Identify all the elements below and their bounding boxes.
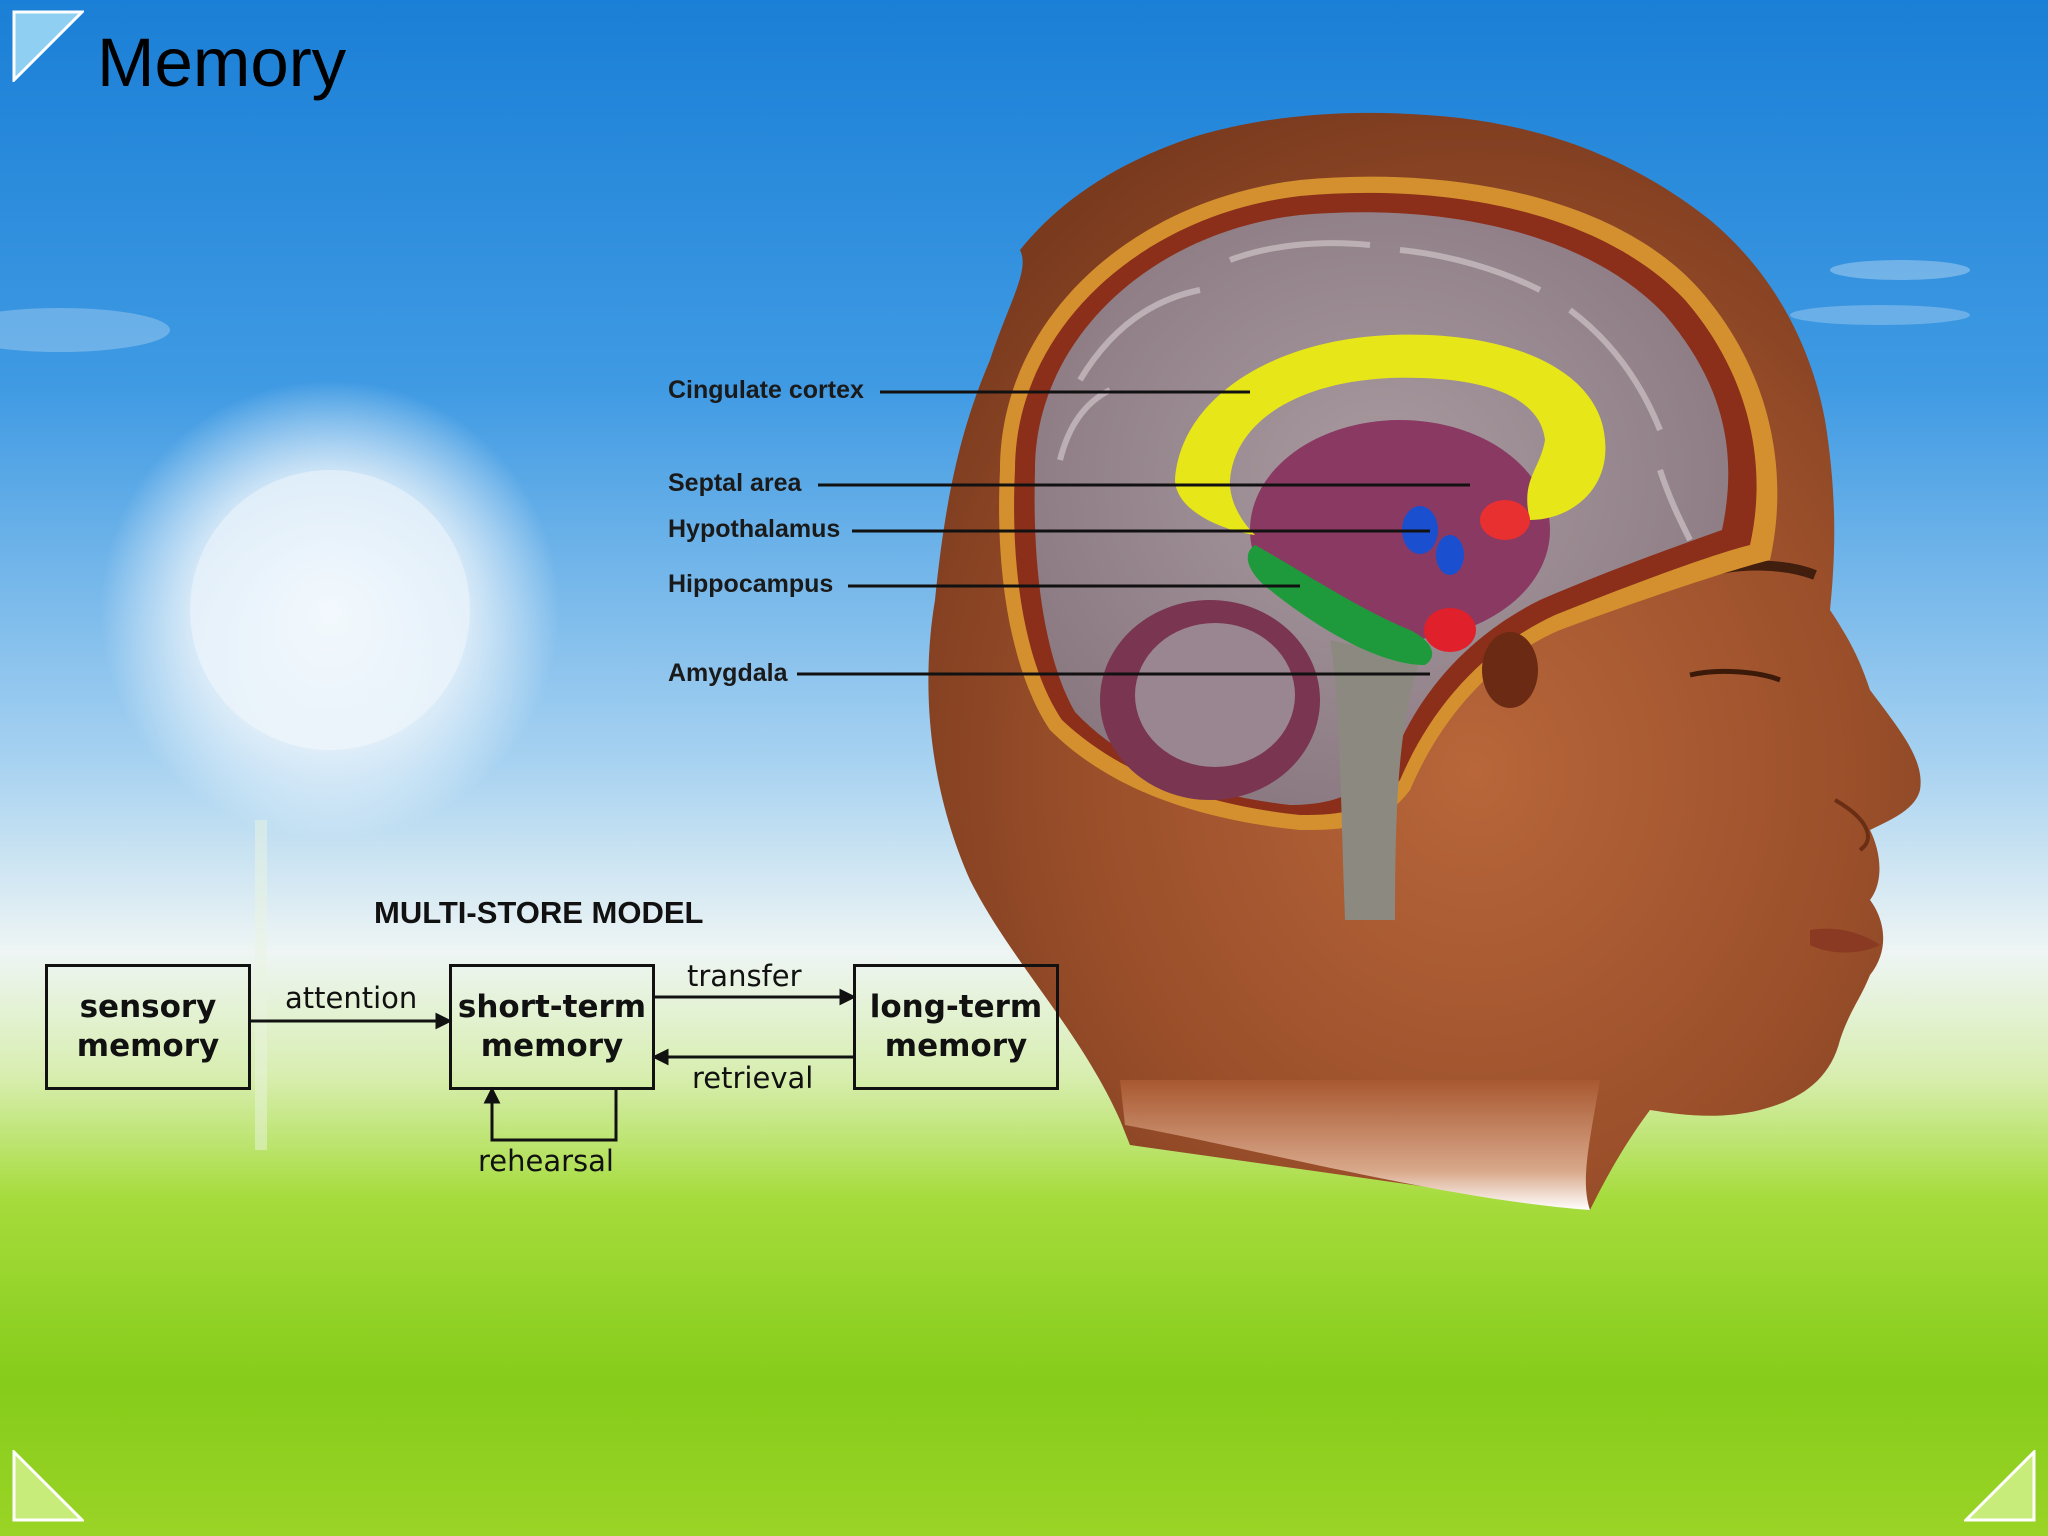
sensory-memory-label: sensory memory <box>76 989 220 1064</box>
transfer-label: transfer <box>687 959 802 993</box>
label-hippocampus: Hippocampus <box>668 570 834 598</box>
label-hypothalamus: Hypothalamus <box>668 515 841 543</box>
attention-label: attention <box>285 981 418 1015</box>
slide-title: Memory <box>97 24 347 101</box>
retrieval-label: retrieval <box>692 1061 814 1095</box>
short-term-memory-label: short-term memory <box>457 989 647 1064</box>
short-term-memory-box: short-term memory <box>449 964 655 1090</box>
long-term-memory-box: long-term memory <box>853 964 1059 1090</box>
rehearsal-loop <box>490 1090 618 1142</box>
sensory-memory-box: sensory memory <box>45 964 251 1090</box>
triangle-icon[interactable] <box>12 1450 84 1522</box>
label-amygdala: Amygdala <box>668 659 788 687</box>
label-septal-area: Septal area <box>668 469 802 497</box>
rehearsal-label: rehearsal <box>478 1144 614 1178</box>
model-title: MULTI-STORE MODEL <box>374 895 704 930</box>
label-cingulate-cortex: Cingulate cortex <box>668 376 864 404</box>
triangle-icon[interactable] <box>12 10 84 82</box>
long-term-memory-label: long-term memory <box>869 989 1043 1064</box>
triangle-icon[interactable] <box>1964 1450 2036 1522</box>
